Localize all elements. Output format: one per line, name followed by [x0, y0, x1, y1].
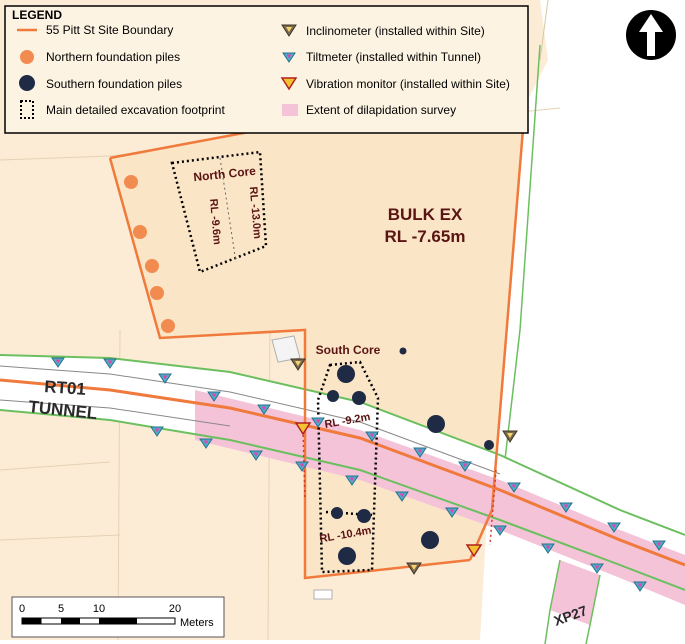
- northern-pile: [145, 259, 159, 273]
- southern-pile: [399, 347, 407, 355]
- southern-pile: [352, 391, 366, 405]
- rl-north-right-label: RL -13.0m: [247, 186, 264, 239]
- tunnel-name-label: RT01: [44, 377, 87, 399]
- southern-pile: [327, 390, 339, 402]
- scale-tick-0: 0: [19, 603, 25, 615]
- navy-dot-icon: [19, 75, 35, 91]
- northern-pile: [150, 286, 164, 300]
- legend-item-vibration-monitor: Vibration monitor (installed within Site…: [306, 77, 510, 91]
- legend-title: LEGEND: [12, 8, 62, 22]
- scale-tick-5: 5: [58, 603, 64, 615]
- legend-item-tiltmeter: Tiltmeter (installed within Tunnel): [306, 50, 481, 64]
- tunnel-centreline: [0, 378, 685, 567]
- southern-pile: [337, 365, 355, 383]
- north-arrow-icon: [626, 10, 676, 60]
- south-core-footprint: [316, 360, 380, 574]
- legend-item-excavation-footprint: Main detailed excavation footprint: [46, 103, 225, 117]
- north-core-label: North Core: [193, 164, 257, 185]
- northern-pile: [161, 319, 175, 333]
- northern-pile: [133, 225, 147, 239]
- scale-tick-10: 10: [93, 603, 105, 615]
- pink-swatch-icon: [282, 104, 298, 116]
- site-boundary-west: [108, 157, 471, 580]
- rl-north-left-label: RL -9.6m: [207, 198, 223, 245]
- tunnel-band: [0, 355, 685, 590]
- legend: LEGEND 55 Pitt St Site Boundary Northern…: [4, 5, 529, 134]
- southern-pile: [357, 509, 371, 523]
- southern-pile: [427, 415, 445, 433]
- legend-item-southern-piles: Southern foundation piles: [46, 77, 182, 91]
- legend-box: [4, 5, 529, 134]
- orange-dot-icon: [20, 50, 34, 64]
- bulk-ex-label: BULK EX: [388, 205, 463, 224]
- dilapidation-survey-area: [195, 390, 685, 605]
- legend-item-inclinometer: Inclinometer (installed within Site): [306, 24, 485, 38]
- south-core-label: South Core: [316, 343, 381, 357]
- bulk-ex-rl-label: RL -7.65m: [385, 227, 466, 246]
- southern-pile: [421, 531, 439, 549]
- dotted-rect-icon: [20, 100, 34, 119]
- legend-item-northern-piles: Northern foundation piles: [46, 50, 180, 64]
- southern-pile: [338, 547, 356, 565]
- legend-item-dilapidation: Extent of dilapidation survey: [306, 103, 456, 117]
- tunnel-edge-south: [0, 409, 685, 591]
- north-core-footprint: [170, 150, 268, 274]
- northern-pile: [124, 175, 138, 189]
- northern-foundation-piles: [124, 175, 175, 333]
- southern-foundation-piles: [327, 347, 494, 565]
- southern-pile: [484, 440, 494, 450]
- scale-tick-20: 20: [169, 603, 181, 615]
- southern-pile: [331, 507, 343, 519]
- existing-structure: [271, 335, 301, 363]
- scale-bar-box: [11, 596, 225, 638]
- scale-unit: Meters: [180, 617, 214, 629]
- scale-bar: 0 5 10 20 Meters: [11, 596, 225, 638]
- legend-item-site-boundary: 55 Pitt St Site Boundary: [46, 23, 173, 37]
